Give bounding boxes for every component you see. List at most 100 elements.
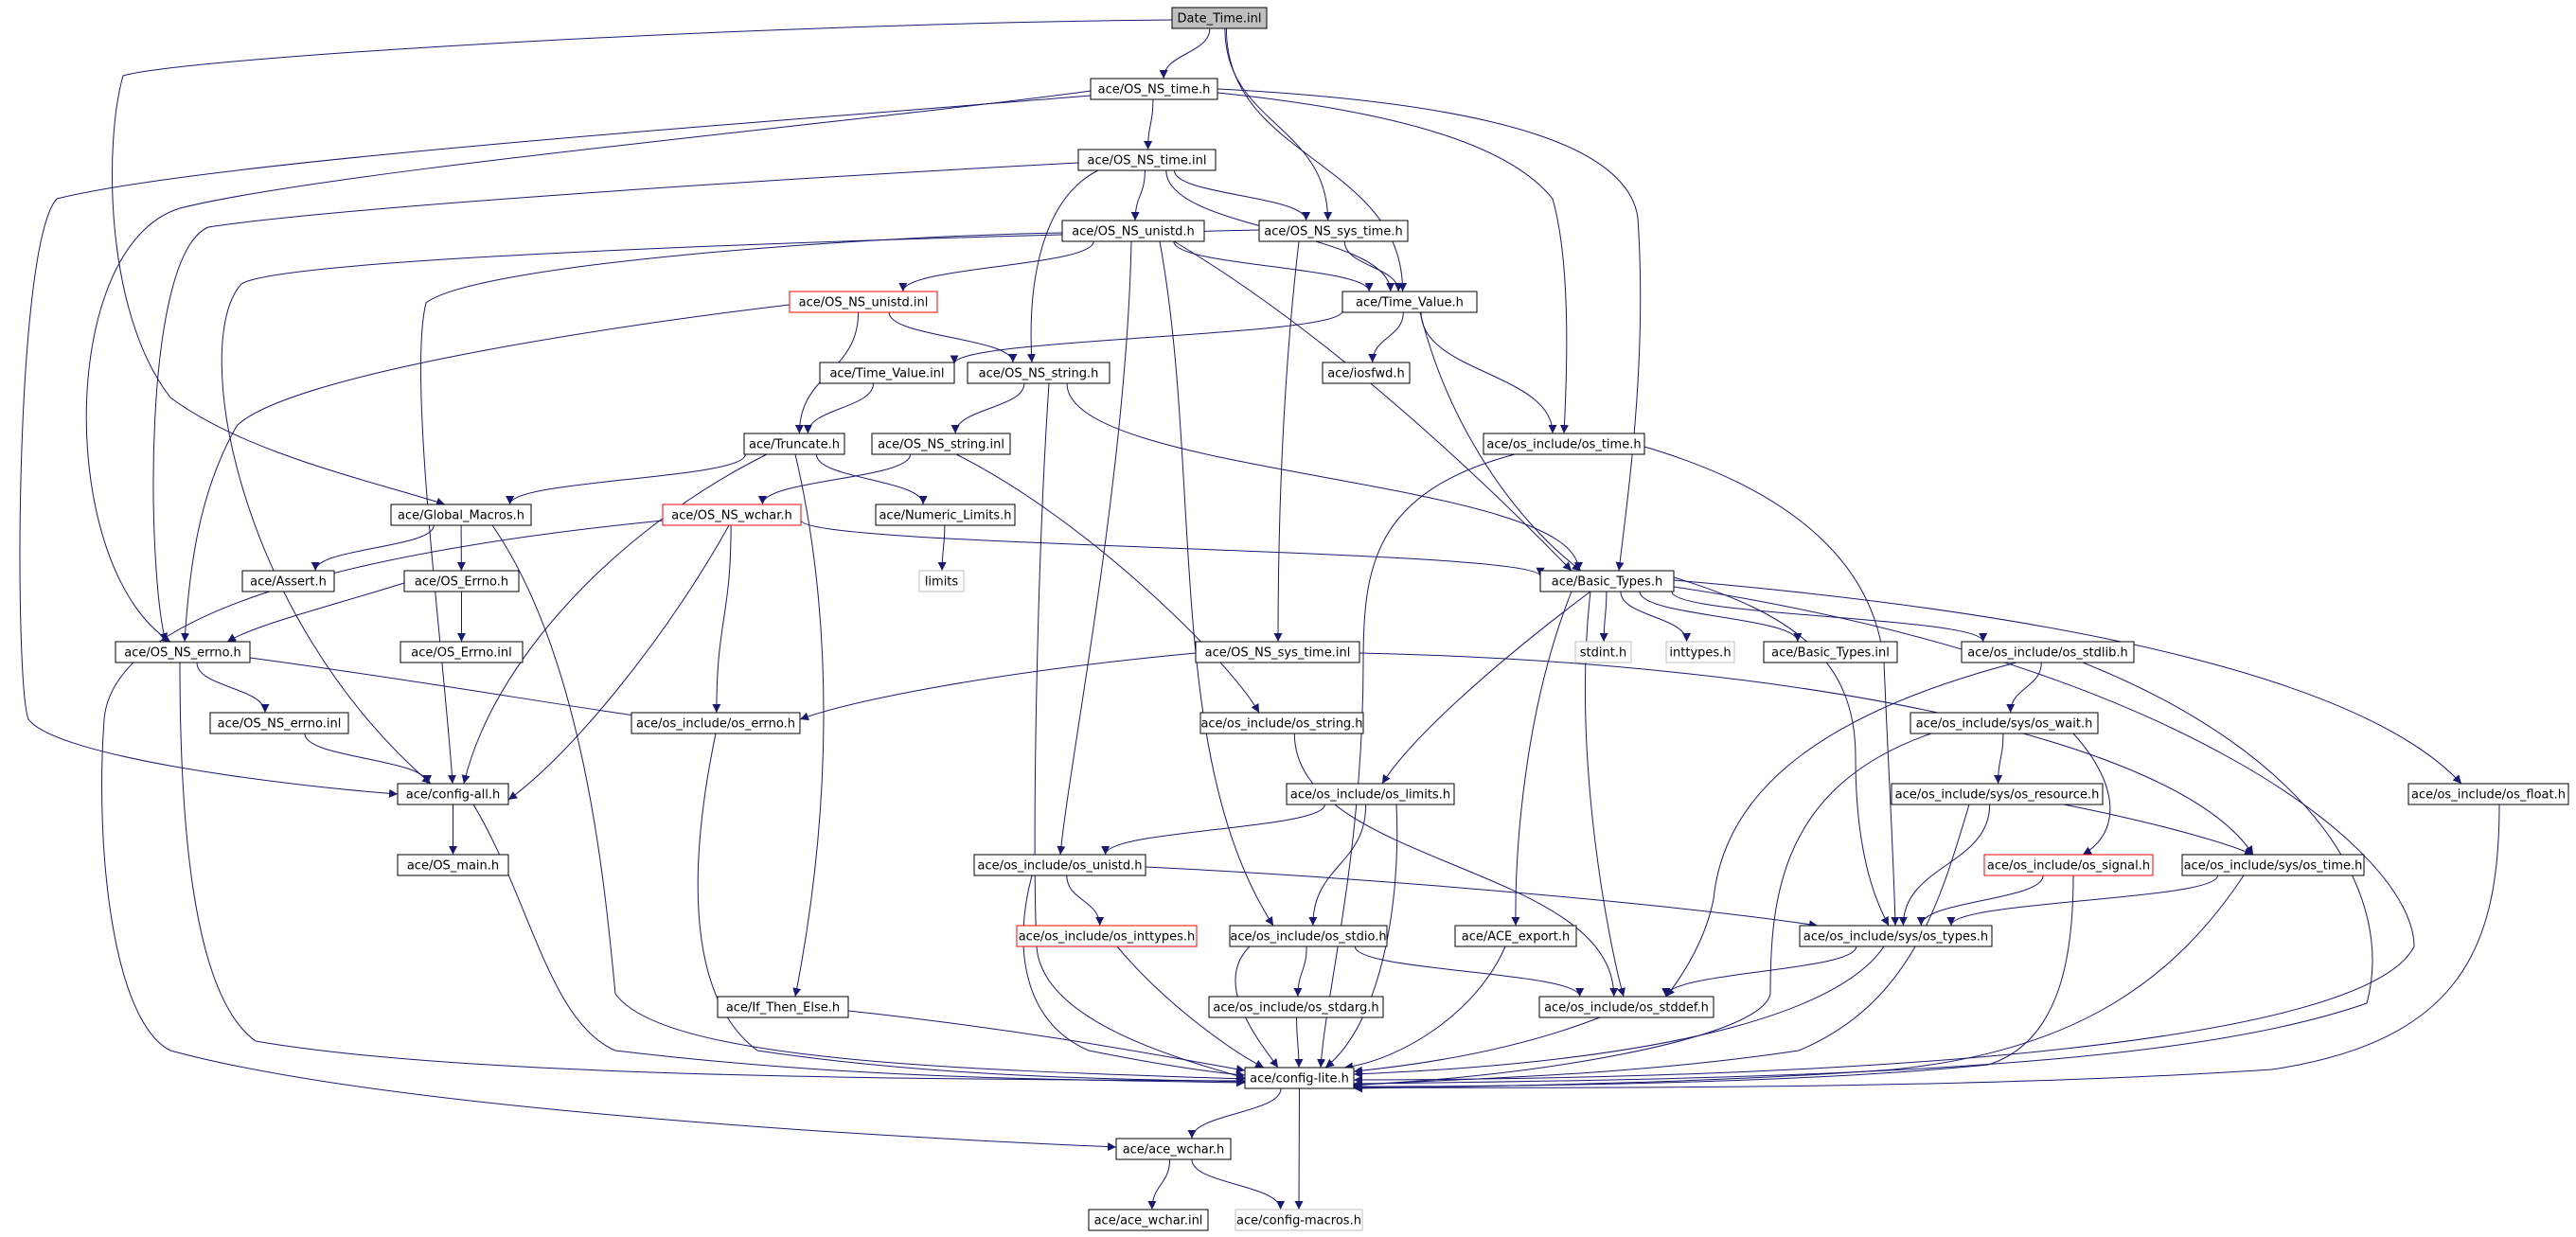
node-box[interactable] — [1763, 641, 1898, 663]
node-box[interactable] — [400, 641, 524, 663]
node-box[interactable] — [1910, 712, 2099, 734]
node-box[interactable] — [1244, 1067, 1355, 1089]
node-ace-ace-wchar-h[interactable]: ace/ace_wchar.h — [1115, 1138, 1232, 1160]
node-ace-time-value-inl[interactable]: ace/Time_Value.inl — [819, 362, 955, 384]
node-ace-assert-h[interactable]: ace/Assert.h — [241, 570, 335, 592]
node-ace-os-include-os-unistd-h[interactable]: ace/os_include/os_unistd.h — [973, 854, 1146, 876]
node-ace-os-include-os-inttypes-h[interactable]: ace/os_include/os_inttypes.h — [1016, 925, 1198, 947]
node-box[interactable] — [1454, 925, 1577, 947]
node-box[interactable] — [209, 712, 349, 734]
node-ace-os-include-os-stdio-h[interactable]: ace/os_include/os_stdio.h — [1229, 925, 1388, 947]
node-box[interactable] — [1538, 996, 1714, 1018]
node-ace-os-errno-inl[interactable]: ace/OS_Errno.inl — [400, 641, 524, 663]
node-ace-os-include-os-stdarg-h[interactable]: ace/os_include/os_stdarg.h — [1208, 996, 1384, 1018]
node-ace-os-include-os-time-h[interactable]: ace/os_include/os_time.h — [1483, 433, 1645, 455]
node-ace-os-ns-string-inl[interactable]: ace/OS_NS_string.inl — [871, 433, 1011, 455]
node-box[interactable] — [2181, 854, 2365, 876]
node-ace-config-lite-h[interactable]: ace/config-lite.h — [1244, 1067, 1355, 1089]
node-ace-time-value-h[interactable]: ace/Time_Value.h — [1341, 291, 1478, 313]
node-box[interactable] — [1077, 149, 1217, 171]
node-box[interactable] — [2407, 783, 2569, 805]
node-box[interactable] — [1171, 7, 1268, 29]
node-box[interactable] — [1483, 433, 1645, 455]
node-ace-os-ns-string-h[interactable]: ace/OS_NS_string.h — [967, 362, 1110, 384]
node-box[interactable] — [973, 854, 1146, 876]
node-box[interactable] — [1665, 641, 1735, 663]
node-box[interactable] — [1286, 783, 1455, 805]
node-box[interactable] — [743, 433, 845, 455]
node-ace-os-ns-time-h[interactable]: ace/OS_NS_time.h — [1090, 78, 1218, 100]
node-inttypes-h[interactable]: inttypes.h — [1665, 641, 1735, 663]
node-ace-basic-types-h[interactable]: ace/Basic_Types.h — [1539, 570, 1675, 592]
node-box[interactable] — [1341, 291, 1478, 313]
node-box[interactable] — [390, 504, 532, 526]
node-box[interactable] — [1195, 641, 1360, 663]
node-ace-os-include-sys-os-types-h[interactable]: ace/os_include/sys/os_types.h — [1799, 925, 1993, 947]
node-box[interactable] — [1799, 925, 1993, 947]
node-ace-os-ns-unistd-inl[interactable]: ace/OS_NS_unistd.inl — [789, 291, 938, 313]
node-box[interactable] — [397, 783, 509, 805]
node-box[interactable] — [1258, 220, 1409, 242]
node-box[interactable] — [1229, 925, 1388, 947]
node-box[interactable] — [1539, 570, 1675, 592]
node-box[interactable] — [1574, 641, 1632, 663]
node-ace-config-all-h[interactable]: ace/config-all.h — [397, 783, 509, 805]
node-ace-os-include-sys-os-time-h[interactable]: ace/os_include/sys/os_time.h — [2181, 854, 2365, 876]
node-box[interactable] — [397, 854, 509, 876]
node-ace-os-include-os-signal-h[interactable]: ace/os_include/os_signal.h — [1983, 854, 2154, 876]
node-box[interactable] — [1088, 1209, 1209, 1231]
node-box[interactable] — [1208, 996, 1384, 1018]
node-ace-os-include-os-limits-h[interactable]: ace/os_include/os_limits.h — [1286, 783, 1455, 805]
node-ace-os-ns-sys-time-inl[interactable]: ace/OS_NS_sys_time.inl — [1195, 641, 1360, 663]
node-ace-os-ns-errno-inl[interactable]: ace/OS_NS_errno.inl — [209, 712, 349, 734]
node-limits[interactable]: limits — [918, 570, 965, 592]
node-box[interactable] — [662, 504, 802, 526]
node-ace-ace-wchar-inl[interactable]: ace/ace_wchar.inl — [1088, 1209, 1209, 1231]
node-ace-os-ns-time-inl[interactable]: ace/OS_NS_time.inl — [1077, 149, 1217, 171]
node-box[interactable] — [1199, 712, 1364, 734]
node-box[interactable] — [819, 362, 955, 384]
node-ace-os-ns-errno-h[interactable]: ace/OS_NS_errno.h — [115, 641, 251, 663]
node-box[interactable] — [241, 570, 335, 592]
node-box[interactable] — [789, 291, 938, 313]
node-ace-if-then-else-h[interactable]: ace/If_Then_Else.h — [717, 996, 849, 1018]
node-ace-config-macros-h[interactable]: ace/config-macros.h — [1235, 1209, 1363, 1231]
node-ace-os-include-os-float-h[interactable]: ace/os_include/os_float.h — [2407, 783, 2569, 805]
node-box[interactable] — [1115, 1138, 1232, 1160]
node-stdint-h[interactable]: stdint.h — [1574, 641, 1632, 663]
node-box[interactable] — [1961, 641, 2135, 663]
node-ace-os-include-os-string-h[interactable]: ace/os_include/os_string.h — [1199, 712, 1364, 734]
node-ace-os-include-sys-os-wait-h[interactable]: ace/os_include/sys/os_wait.h — [1910, 712, 2099, 734]
node-box[interactable] — [1090, 78, 1218, 100]
node-ace-global-macros-h[interactable]: ace/Global_Macros.h — [390, 504, 532, 526]
node-ace-iosfwd-h[interactable]: ace/iosfwd.h — [1322, 362, 1411, 384]
node-ace-os-ns-wchar-h[interactable]: ace/OS_NS_wchar.h — [662, 504, 802, 526]
node-box[interactable] — [115, 641, 251, 663]
node-ace-truncate-h[interactable]: ace/Truncate.h — [743, 433, 845, 455]
node-ace-os-include-os-stdlib-h[interactable]: ace/os_include/os_stdlib.h — [1961, 641, 2135, 663]
node-box[interactable] — [1983, 854, 2154, 876]
node-ace-ace-export-h[interactable]: ace/ACE_export.h — [1454, 925, 1577, 947]
node-ace-basic-types-inl[interactable]: ace/Basic_Types.inl — [1763, 641, 1898, 663]
node-ace-os-ns-sys-time-h[interactable]: ace/OS_NS_sys_time.h — [1258, 220, 1409, 242]
node-ace-os-include-sys-os-resource-h[interactable]: ace/os_include/sys/os_resource.h — [1891, 783, 2104, 805]
node-box[interactable] — [403, 570, 520, 592]
node-date-time-inl[interactable]: Date_Time.inl — [1171, 7, 1268, 29]
node-ace-os-include-os-errno-h[interactable]: ace/os_include/os_errno.h — [631, 712, 801, 734]
node-ace-numeric-limits-h[interactable]: ace/Numeric_Limits.h — [875, 504, 1016, 526]
node-box[interactable] — [1016, 925, 1198, 947]
node-box[interactable] — [1322, 362, 1411, 384]
node-box[interactable] — [631, 712, 801, 734]
node-box[interactable] — [871, 433, 1011, 455]
node-ace-os-errno-h[interactable]: ace/OS_Errno.h — [403, 570, 520, 592]
node-ace-os-main-h[interactable]: ace/OS_main.h — [397, 854, 509, 876]
node-box[interactable] — [967, 362, 1110, 384]
node-box[interactable] — [918, 570, 965, 592]
node-box[interactable] — [1061, 220, 1205, 242]
node-ace-os-include-os-stddef-h[interactable]: ace/os_include/os_stddef.h — [1538, 996, 1714, 1018]
node-ace-os-ns-unistd-h[interactable]: ace/OS_NS_unistd.h — [1061, 220, 1205, 242]
node-box[interactable] — [717, 996, 849, 1018]
node-box[interactable] — [875, 504, 1016, 526]
node-box[interactable] — [1891, 783, 2104, 805]
node-box[interactable] — [1235, 1209, 1363, 1231]
